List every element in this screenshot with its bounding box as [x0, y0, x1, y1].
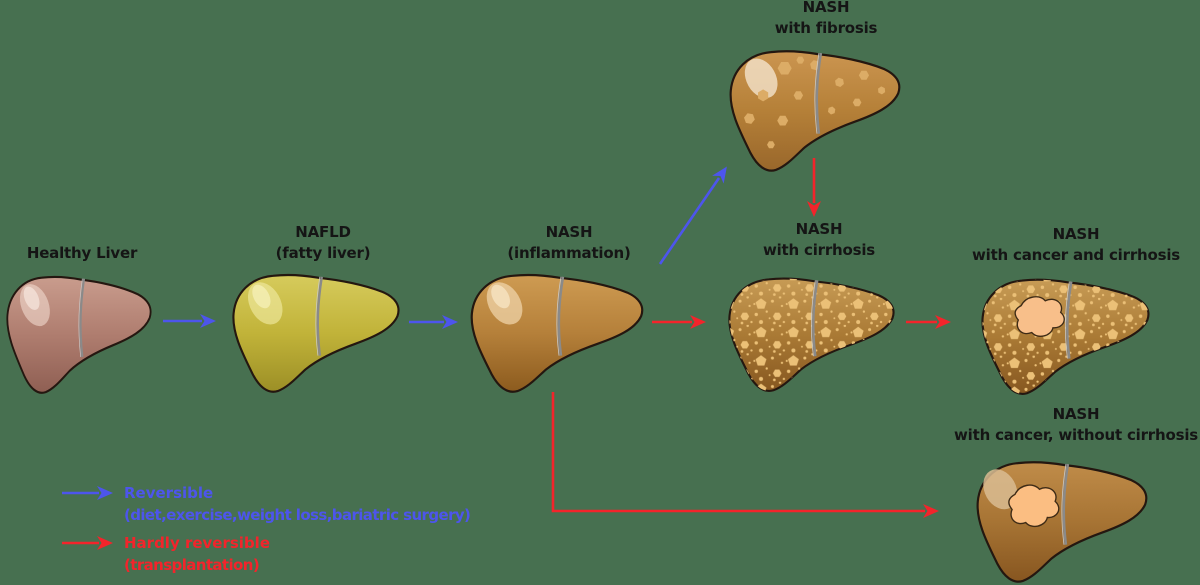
nash-cancer-cirrhosis-liver-icon	[974, 269, 1157, 399]
legend-reversible-detail: (diet,exercise,weight loss,bariatric sur…	[124, 506, 471, 524]
fibrosis-spots	[744, 56, 886, 149]
nash-cancer-no-cirrhosis-liver-icon	[969, 451, 1155, 585]
legend-hardly-reversible-label: Hardly reversible	[124, 534, 270, 552]
tumor	[1014, 296, 1065, 337]
arrow-nash-to-fibrosis	[658, 166, 727, 265]
label-nash: NASH (inflammation)	[507, 223, 631, 262]
label-healthy-liver: Healthy Liver	[26, 244, 138, 262]
tumor	[1008, 484, 1060, 528]
label-nash-cirrhosis: NASH with cirrhosis	[762, 220, 876, 259]
nash-cirrhosis-liver-icon	[721, 268, 902, 396]
label-nafld: NAFLD (fatty liver)	[275, 223, 371, 262]
legend-hardly-reversible: Hardly reversible (transplantation)	[124, 532, 270, 576]
label-nash-cancer-cirrhosis: NASH with cancer and cirrhosis	[971, 225, 1181, 264]
nash-liver-icon	[463, 264, 651, 397]
legend-hardly-reversible-detail: (transplantation)	[124, 556, 260, 574]
legend-reversible-label: Reversible	[124, 484, 214, 502]
label-nash-cancer-no-cirrhosis: NASH with cancer, without cirrhosis	[954, 405, 1198, 444]
nafld-liver-icon	[225, 264, 407, 397]
healthy-liver-icon	[0, 266, 158, 398]
label-nash-fibrosis: NASH with fibrosis	[774, 0, 878, 37]
legend-reversible: Reversible (diet,exercise,weight loss,ba…	[124, 482, 471, 526]
arrow-nash-to-cancer-no-cirrhosis	[551, 392, 939, 518]
nash-fibrosis-liver-icon	[722, 40, 908, 176]
